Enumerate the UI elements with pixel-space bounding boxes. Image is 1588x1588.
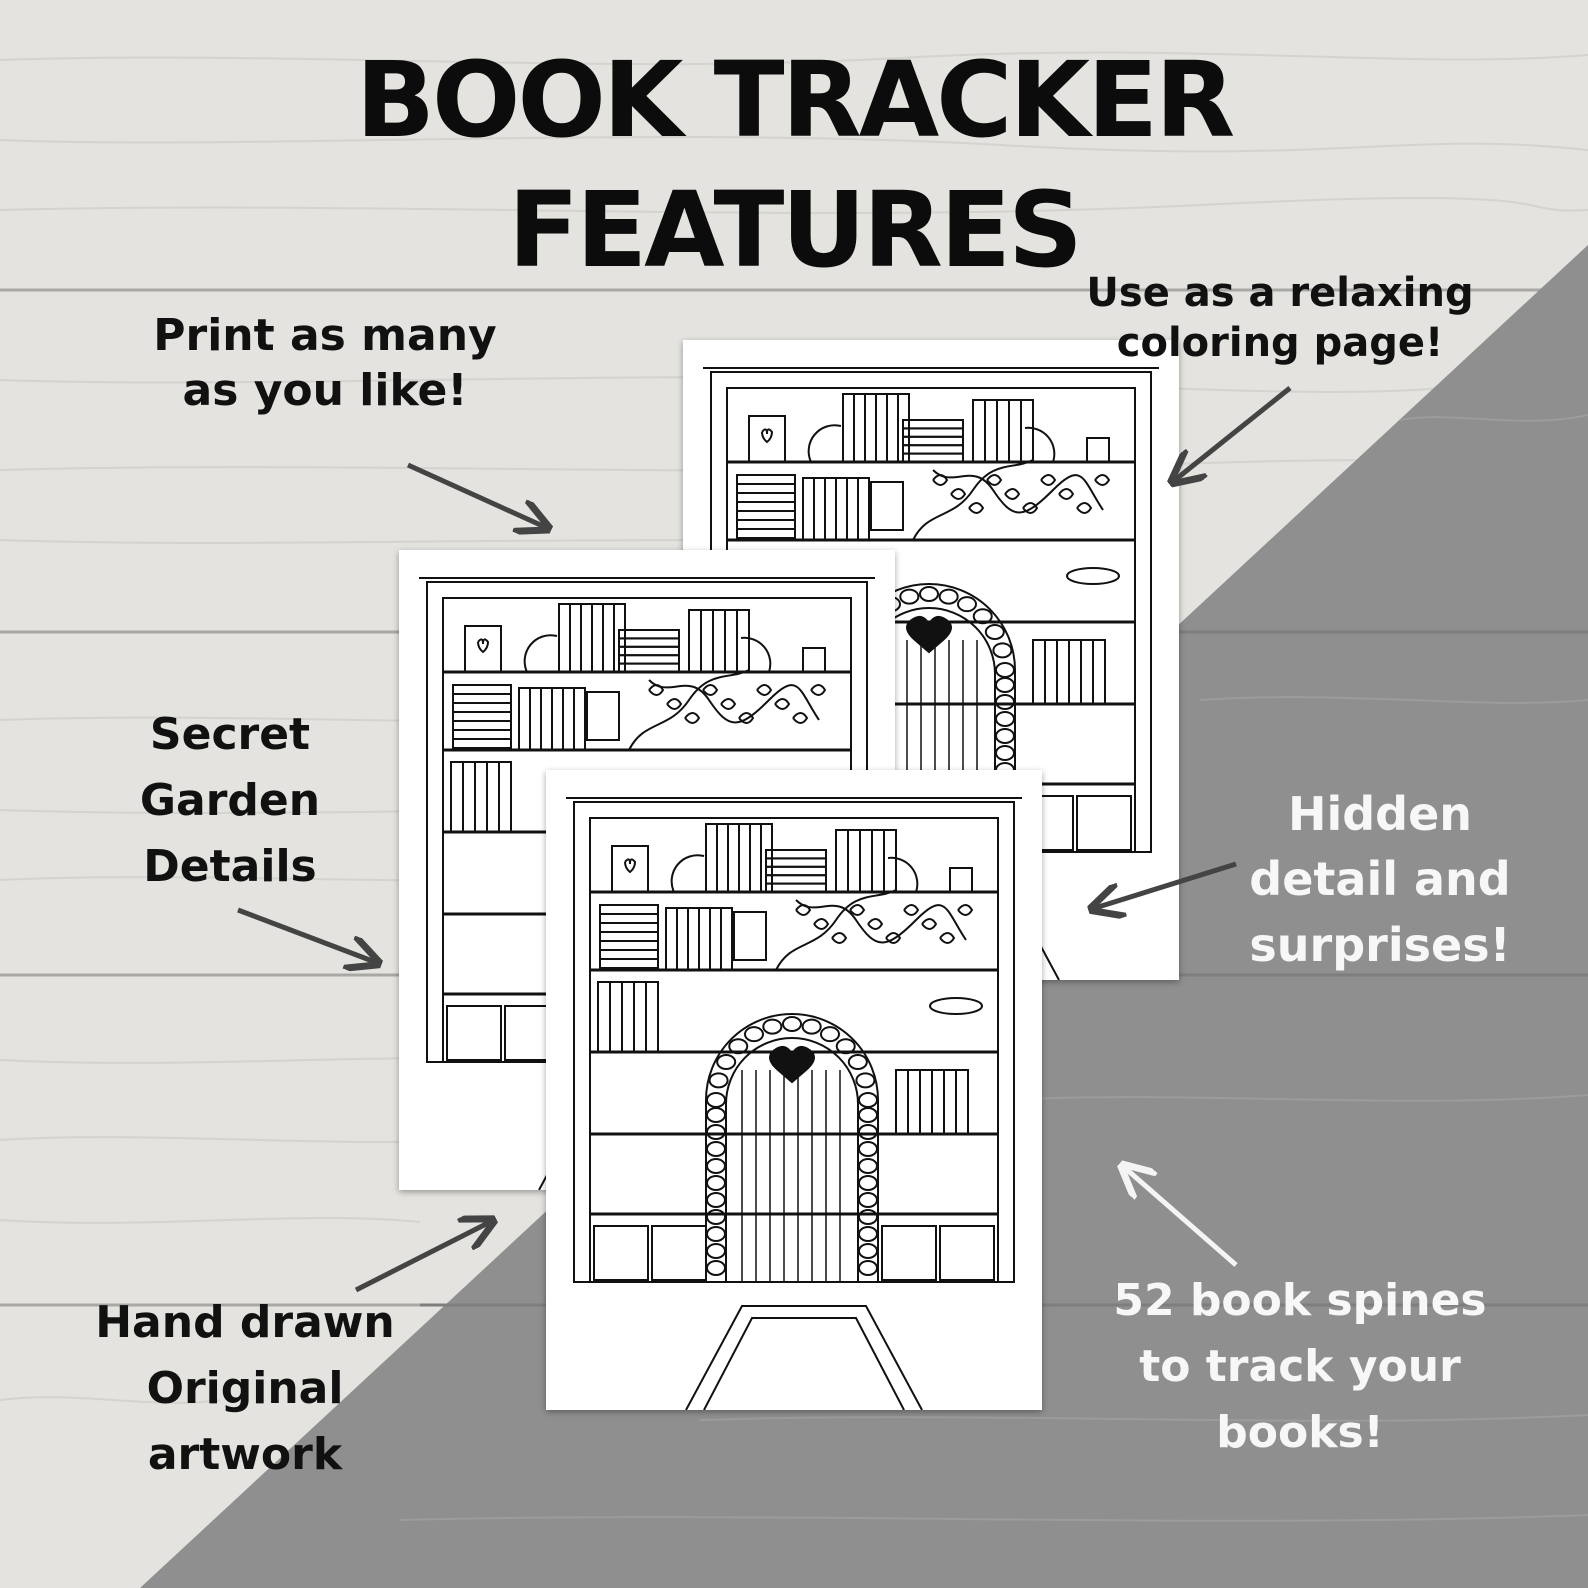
dark-wood-grain (399, 414, 1588, 1522)
callout-spines: 52 book spines to track your books! (1113, 1275, 1487, 1458)
callout-print: Print as many as you like! (153, 310, 497, 416)
callout-hand-drawn: Hand drawn Original artwork (95, 1297, 395, 1480)
callout-hidden: Hidden detail and surprises! (1249, 787, 1511, 972)
title-line-2: FEATURES (508, 169, 1083, 291)
title-line-1: BOOK TRACKER (355, 39, 1235, 161)
bookshelf-illustration (566, 797, 1022, 1410)
coloring-page-front (546, 770, 1042, 1410)
callout-coloring: Use as a relaxing coloring page! (1086, 270, 1474, 366)
callout-secret-garden: Secret Garden Details (139, 709, 321, 892)
